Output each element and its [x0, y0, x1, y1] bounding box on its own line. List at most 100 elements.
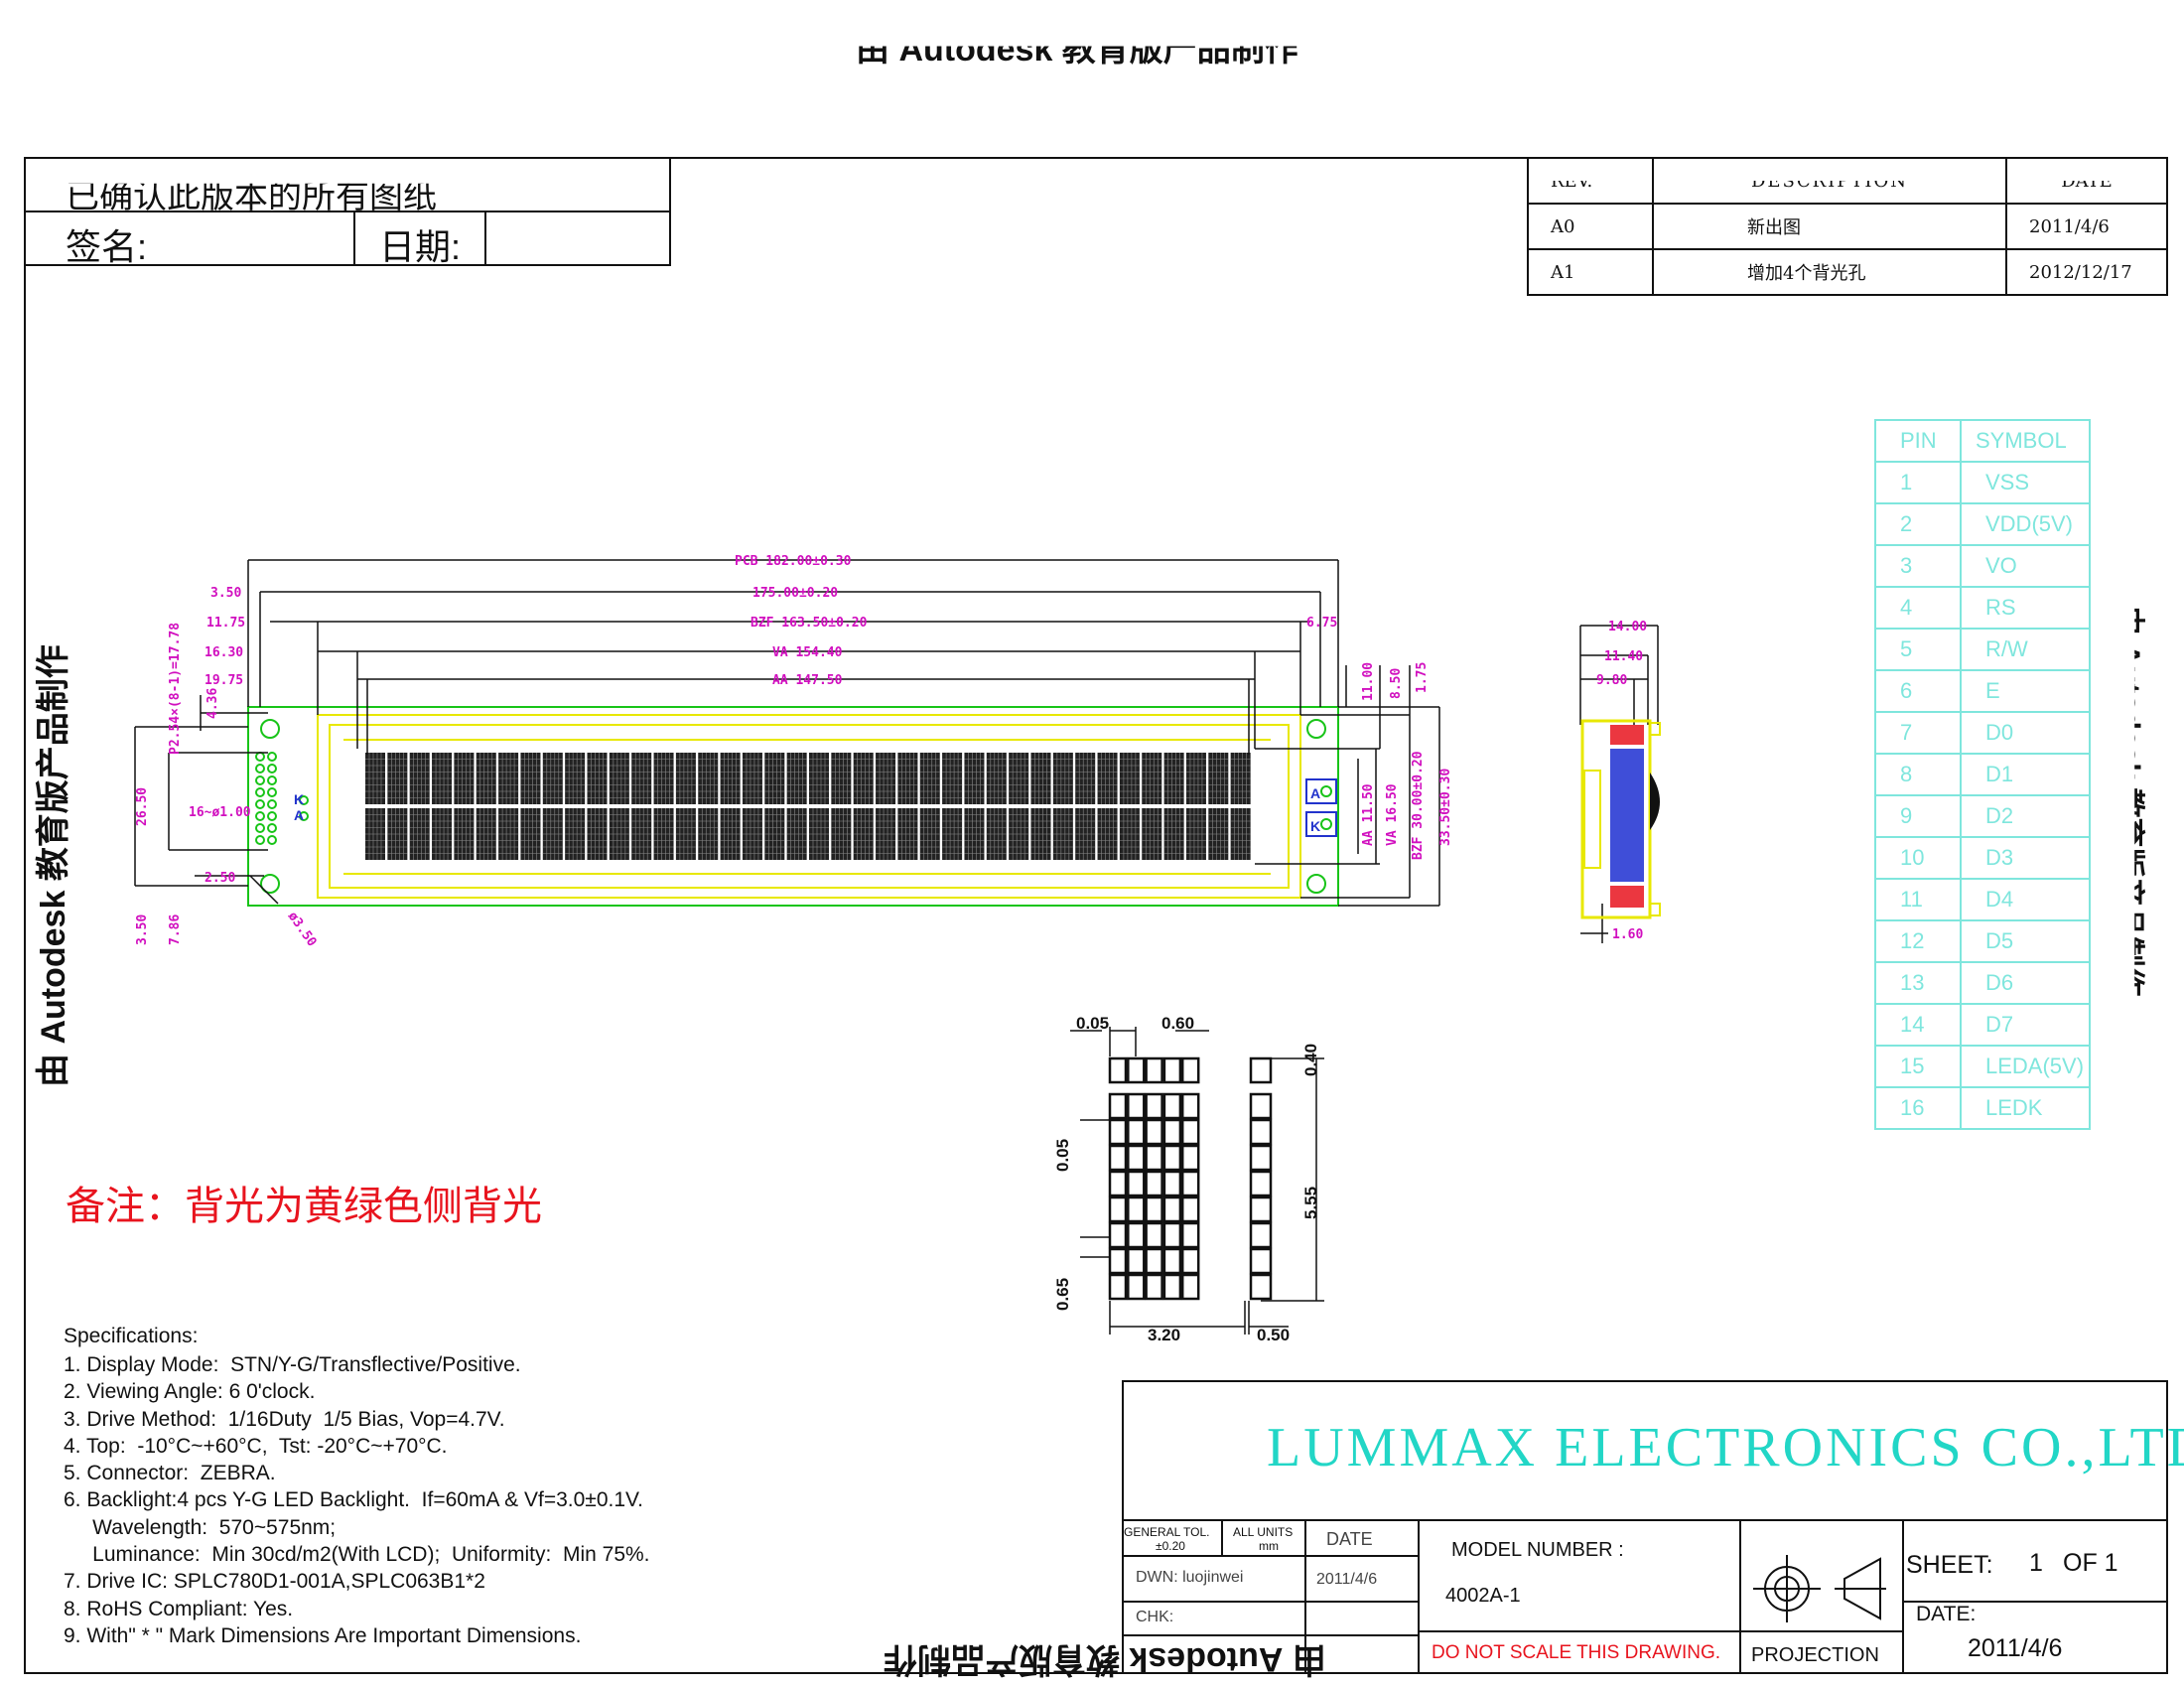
approval-divider — [24, 211, 671, 212]
dim-pcb: PCB 182.00±0.30 — [735, 554, 852, 569]
led-pad-hole — [1320, 818, 1332, 830]
sign-label: 签名: — [66, 226, 148, 267]
dim-2650: 26.50 — [135, 787, 150, 826]
connector-pin-hole — [267, 764, 277, 774]
specification-line: 4. Top: -10°C~+60°C, Tst: -20°C~+70°C. — [64, 1434, 448, 1458]
dot-cell — [1108, 1273, 1128, 1301]
dot-cell — [1249, 1247, 1273, 1275]
connector-pin-hole — [255, 764, 265, 774]
sheet-number: 1 — [2029, 1549, 2043, 1577]
dot-cell — [1108, 1170, 1128, 1197]
dot-cell — [1127, 1118, 1146, 1146]
dim-holes: 16~ø1.00 — [189, 805, 251, 820]
connector-pin-hole — [255, 787, 265, 797]
dot-cell — [1180, 1273, 1200, 1301]
date-cell: 2011/4/6 — [2005, 203, 2168, 250]
sheet-of: OF 1 — [2063, 1549, 2118, 1577]
rev-cell: A0 — [1527, 203, 1654, 250]
dot-cell — [1127, 1092, 1146, 1120]
connector-pin-hole — [267, 811, 277, 821]
connector-pin-hole — [267, 775, 277, 785]
dim-left-1175: 11.75 — [206, 616, 245, 631]
pin-number: 2 — [1874, 502, 1962, 546]
mount-hole — [260, 719, 280, 739]
projection-label: PROJECTION — [1751, 1644, 1879, 1666]
character-detail: 0.05 0.60 3.20 0.50 0.40 5.55 0.05 0.65 — [1053, 1014, 1324, 1344]
symbol-header: SYMBOL — [1960, 419, 2091, 463]
dimension-lines — [134, 559, 1440, 907]
dot-cell — [1249, 1273, 1273, 1301]
connector-pin-hole — [255, 811, 265, 821]
specification-line: 8. RoHS Compliant: Yes. — [64, 1597, 294, 1620]
scale-warning: DO NOT SCALE THIS DRAWING. — [1432, 1642, 1721, 1663]
pin-number: 4 — [1874, 586, 1962, 630]
side-connector — [1583, 770, 1601, 869]
pin-number: 16 — [1874, 1086, 1962, 1130]
dot-cell — [1249, 1170, 1273, 1197]
dot-cell — [1145, 1092, 1163, 1120]
general-tol-value: ±0.20 — [1156, 1539, 1185, 1553]
pin-number: 1 — [1874, 461, 1962, 504]
connector-pin-hole — [267, 823, 277, 833]
rev-header: REV. — [1527, 157, 1654, 205]
watermark-left: 由 Autodesk 教育版产品制作 — [35, 644, 72, 1087]
dim-1140: 11.40 — [1604, 649, 1643, 664]
specification-line: Wavelength: 570~575nm; — [64, 1515, 337, 1539]
dot-cell — [1249, 1056, 1273, 1084]
pin-number: 10 — [1874, 836, 1962, 880]
dot-cell — [1162, 1247, 1182, 1275]
pin-number: 15 — [1874, 1045, 1962, 1088]
connector-pin-hole — [255, 835, 265, 845]
led-pad-hole — [1320, 785, 1332, 797]
title-block-vline — [1902, 1519, 1904, 1674]
pin-symbol: D4 — [1960, 878, 2091, 921]
dim-060: 0.60 — [1161, 1014, 1194, 1033]
dot-cell — [1127, 1273, 1146, 1301]
connector-pin-hole — [267, 787, 277, 797]
specification-line: 5. Connector: ZEBRA. — [64, 1462, 276, 1485]
dot-cell — [1145, 1144, 1163, 1172]
dot-cell — [1180, 1092, 1200, 1120]
pin-header: PIN — [1874, 419, 1962, 463]
dim-555: 5.55 — [1301, 1187, 1320, 1219]
connector-pin-hole — [255, 799, 265, 809]
dot-cell — [1145, 1170, 1163, 1197]
approval-vline-1 — [353, 211, 355, 266]
bezel-outline — [317, 714, 1301, 899]
dim-175r: 1.75 — [1415, 662, 1430, 693]
side-glass-top — [1610, 725, 1644, 745]
dot-cell — [1108, 1118, 1128, 1146]
title-block-hline — [1122, 1519, 2168, 1521]
dim-va: VA 154.40 — [772, 645, 843, 660]
date-label: 日期: — [379, 226, 462, 267]
pin-symbol: VDD(5V) — [1960, 502, 2091, 546]
dim-mount-hole: ø3.50 — [285, 910, 320, 950]
specifications-list: 1. Display Mode: STN/Y-G/Transflective/P… — [64, 1351, 650, 1649]
connector-pin-hole — [267, 752, 277, 762]
drawn-by: DWN: luojinwei — [1136, 1569, 1244, 1586]
model-number-label: MODEL NUMBER : — [1451, 1539, 1624, 1561]
dim-250: 2.50 — [205, 871, 235, 886]
dim-786: 7.86 — [168, 914, 183, 945]
title-date-value: 2011/4/6 — [1968, 1634, 2063, 1662]
pin-symbol: D7 — [1960, 1003, 2091, 1047]
dot-cell — [1249, 1118, 1273, 1146]
dot-cell — [1145, 1273, 1163, 1301]
dot-cell — [1162, 1056, 1182, 1084]
pin-number: 12 — [1874, 919, 1962, 963]
led-pad — [1305, 778, 1337, 804]
approval-confirm-text: 已确认此版本的所有图纸 — [66, 178, 437, 215]
dim-050: 0.50 — [1257, 1326, 1290, 1344]
dot-cell — [1108, 1092, 1128, 1120]
projection-symbol-icon — [1753, 1555, 1886, 1622]
side-ic-blob — [1650, 773, 1660, 830]
dot-cell — [1180, 1221, 1200, 1249]
dot-cell — [1108, 1056, 1128, 1084]
lcd-side-view: 14.00 11.40 9.80 1.60 — [1579, 620, 1661, 943]
